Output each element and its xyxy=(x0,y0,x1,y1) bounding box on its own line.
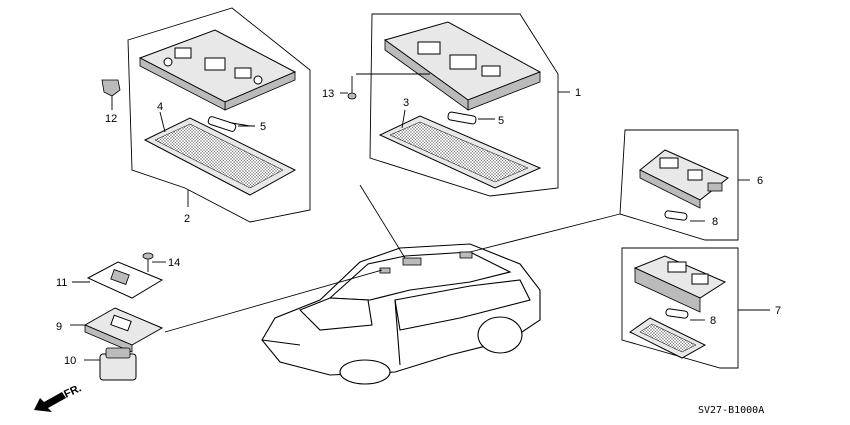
callout-3: 3 xyxy=(403,97,409,109)
callout-2: 2 xyxy=(184,213,190,225)
switch-10 xyxy=(84,347,137,381)
diagram-code: SV27-B1000A xyxy=(698,405,764,416)
housing-9 xyxy=(70,307,164,353)
group-bracket-6 xyxy=(619,129,739,241)
callout-8-lower: 8 xyxy=(710,315,716,327)
small-light-parts xyxy=(70,252,166,381)
map-light-housing xyxy=(639,149,729,209)
callout-1: 1 xyxy=(575,87,581,99)
dome-light-assembly-left xyxy=(101,7,311,223)
callout-14: 14 xyxy=(168,257,180,269)
callout-11: 11 xyxy=(56,277,67,289)
callout-5-left: 5 xyxy=(260,121,266,133)
courtesy-light-assembly xyxy=(621,247,770,369)
callout-5-right: 5 xyxy=(498,115,504,127)
arrow-left-icon xyxy=(34,392,66,412)
callout-9: 9 xyxy=(56,321,62,333)
bulb-8-upper xyxy=(664,210,705,222)
group-bracket-1 xyxy=(369,13,559,197)
car-outline xyxy=(261,243,541,385)
map-light-position-marker xyxy=(459,251,473,259)
leader-lines xyxy=(164,122,621,333)
direction-label: FR. xyxy=(62,382,83,400)
dome-light-lens-right xyxy=(378,115,542,189)
callout-13: 13 xyxy=(322,88,334,100)
callout-10: 10 xyxy=(64,355,76,367)
courtesy-light-lens xyxy=(629,317,707,359)
clip-nut-12 xyxy=(101,79,121,110)
screw-13 xyxy=(340,76,357,100)
front-direction-arrow: FR. xyxy=(34,382,83,412)
dome-light-base-right xyxy=(383,21,542,111)
screw-14 xyxy=(142,252,166,272)
callout-12: 12 xyxy=(105,113,117,125)
callout-6: 6 xyxy=(757,175,763,187)
bulb-8-lower xyxy=(665,308,705,321)
group-bracket-2 xyxy=(127,7,311,223)
courtesy-light-housing xyxy=(633,255,727,313)
callout-7: 7 xyxy=(775,305,781,317)
bulb-5-left xyxy=(207,116,255,132)
dome-light-position-marker xyxy=(402,257,422,266)
callout-4: 4 xyxy=(157,101,163,113)
callout-8-upper: 8 xyxy=(712,216,718,228)
dome-light-lens-left xyxy=(143,117,297,196)
group-bracket-7 xyxy=(621,247,739,369)
dome-light-base-left xyxy=(138,29,297,111)
map-light-assembly xyxy=(619,129,750,241)
dome-light-assembly-right xyxy=(340,13,570,197)
bracket-11 xyxy=(72,261,164,299)
bulb-5-right xyxy=(447,111,495,125)
